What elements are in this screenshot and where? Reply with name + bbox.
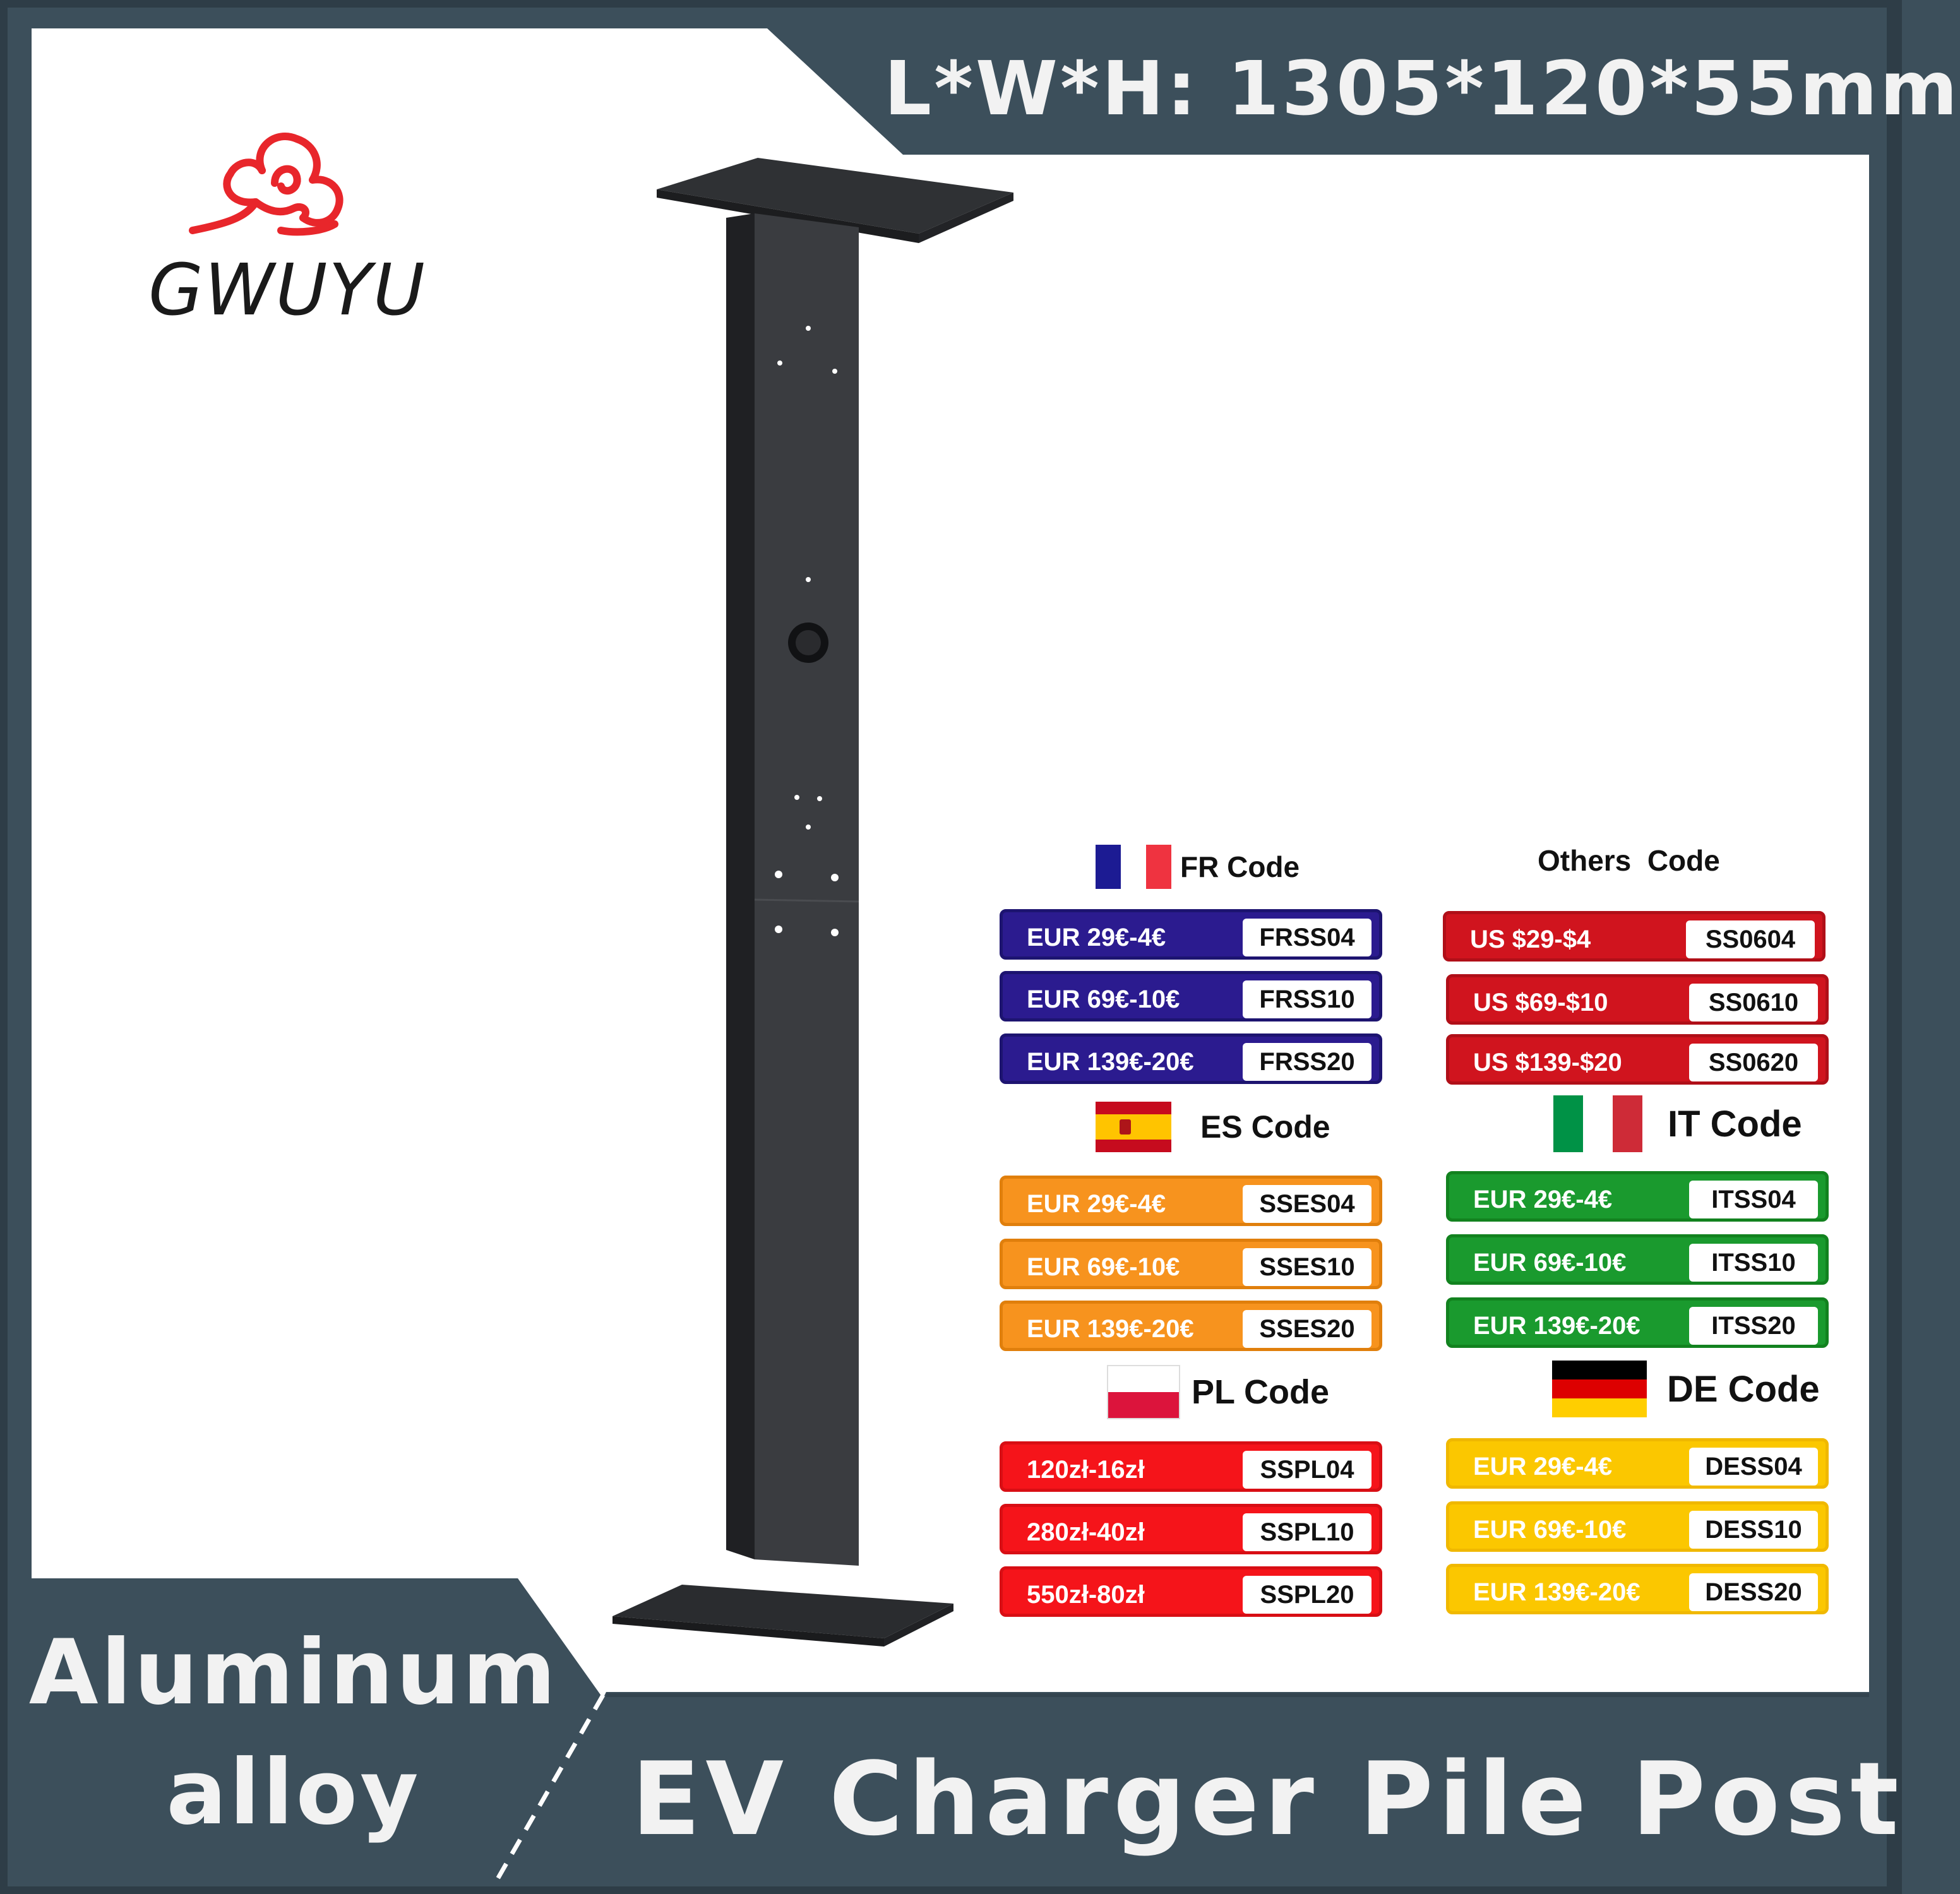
coupon-es-3[interactable]: EUR 139€-20€ SSES20 <box>1000 1301 1382 1351</box>
coupon-price: EUR 69€-10€ <box>1027 1253 1180 1281</box>
coupon-price: EUR 29€-4€ <box>1027 924 1166 951</box>
coupon-es-1[interactable]: EUR 29€-4€ SSES04 <box>1000 1176 1382 1226</box>
gwuyu-logo-icon <box>189 133 344 236</box>
coupon-de-2[interactable]: EUR 69€-10€ DESS10 <box>1446 1501 1829 1552</box>
coupon-price: US $69-$10 <box>1473 989 1608 1016</box>
coupon-es-2[interactable]: EUR 69€-10€ SSES10 <box>1000 1239 1382 1289</box>
coupon-price: EUR 29€-4€ <box>1473 1186 1613 1213</box>
coupon-code: FRSS04 <box>1243 919 1371 956</box>
coupon-price: EUR 139€-20€ <box>1473 1578 1640 1606</box>
white-panel <box>32 28 1869 1698</box>
coupon-price: 550zł-80zł <box>1027 1581 1145 1609</box>
fr-code-label: FR Code <box>1180 850 1300 883</box>
material-label: Aluminum alloy <box>25 1613 562 1853</box>
coupon-code: DESS20 <box>1689 1573 1818 1611</box>
coupon-price: EUR 29€-4€ <box>1027 1190 1166 1218</box>
germany-flag-icon <box>1552 1361 1647 1417</box>
coupon-price: EUR 139€-20€ <box>1473 1312 1640 1340</box>
coupon-code: SS0610 <box>1689 984 1818 1021</box>
coupon-price: 280zł-40zł <box>1027 1518 1145 1546</box>
it-code-label: IT Code <box>1668 1103 1802 1145</box>
brand-name: GWUYU <box>148 249 426 331</box>
coupon-code: SS0620 <box>1689 1044 1818 1081</box>
coupon-price: EUR 29€-4€ <box>1473 1453 1613 1480</box>
coupon-fr-1[interactable]: EUR 29€-4€ FRSS04 <box>1000 909 1382 960</box>
coupon-code: SSES20 <box>1243 1310 1371 1348</box>
coupon-code: SSES04 <box>1243 1185 1371 1223</box>
de-code-label: DE Code <box>1667 1368 1820 1410</box>
others-code-label: Others Code <box>1538 844 1720 877</box>
es-code-label: ES Code <box>1200 1109 1330 1145</box>
poland-flag-icon <box>1108 1366 1179 1418</box>
material-line-2: alloy <box>166 1741 421 1845</box>
coupon-price: EUR 139€-20€ <box>1027 1315 1194 1343</box>
coupon-price: EUR 69€-10€ <box>1027 986 1180 1013</box>
coupon-price: EUR 139€-20€ <box>1027 1048 1194 1076</box>
coupon-price: US $139-$20 <box>1473 1049 1622 1076</box>
product-title: EV Charger Pile Post <box>631 1740 1904 1858</box>
coupon-pl-2[interactable]: 280zł-40zł SSPL10 <box>1000 1504 1382 1554</box>
coupon-price: EUR 69€-10€ <box>1473 1249 1627 1277</box>
material-line-1: Aluminum <box>28 1621 559 1725</box>
france-flag-icon <box>1096 845 1171 889</box>
coupon-it-3[interactable]: EUR 139€-20€ ITSS20 <box>1446 1297 1829 1348</box>
coupon-de-1[interactable]: EUR 29€-4€ DESS04 <box>1446 1438 1829 1489</box>
es-code-heading: ES Code <box>1096 1099 1330 1155</box>
pl-code-heading: PL Code <box>1108 1364 1329 1420</box>
coupon-others-2[interactable]: US $69-$10 SS0610 <box>1446 974 1829 1025</box>
divider-dashed <box>490 1694 606 1889</box>
coupon-code: DESS10 <box>1689 1511 1818 1549</box>
pl-code-label: PL Code <box>1192 1373 1330 1411</box>
coupon-pl-1[interactable]: 120zł-16zł SSPL04 <box>1000 1441 1382 1492</box>
coupon-it-2[interactable]: EUR 69€-10€ ITSS10 <box>1446 1234 1829 1285</box>
others-code-heading: Others Code <box>1538 832 1720 889</box>
coupon-others-3[interactable]: US $139-$20 SS0620 <box>1446 1034 1829 1085</box>
coupon-pl-3[interactable]: 550zł-80zł SSPL20 <box>1000 1566 1382 1617</box>
coupon-fr-3[interactable]: EUR 139€-20€ FRSS20 <box>1000 1033 1382 1084</box>
coupon-code: ITSS20 <box>1689 1307 1818 1345</box>
coupon-code: SSPL10 <box>1243 1513 1371 1551</box>
coupon-price: US $29-$4 <box>1470 926 1591 953</box>
de-code-heading: DE Code <box>1552 1361 1820 1417</box>
coupon-code: ITSS04 <box>1689 1181 1818 1218</box>
coupon-others-1[interactable]: US $29-$4 SS0604 <box>1443 911 1826 962</box>
coupon-code: DESS04 <box>1689 1448 1818 1486</box>
coupon-code: FRSS20 <box>1243 1043 1371 1081</box>
coupon-code: SS0604 <box>1686 920 1815 958</box>
spain-flag-icon <box>1096 1102 1171 1152</box>
coupon-code: SSES10 <box>1243 1248 1371 1286</box>
coupon-code: SSPL04 <box>1243 1451 1371 1489</box>
fr-code-heading: FR Code <box>1096 838 1300 895</box>
dimensions-label: L*W*H: 1305*120*55mm <box>884 45 1960 132</box>
coupon-code: SSPL20 <box>1243 1576 1371 1614</box>
coupon-de-3[interactable]: EUR 139€-20€ DESS20 <box>1446 1564 1829 1614</box>
coupon-fr-2[interactable]: EUR 69€-10€ FRSS10 <box>1000 971 1382 1021</box>
coupon-price: 120zł-16zł <box>1027 1456 1145 1484</box>
italy-flag-icon <box>1553 1095 1642 1152</box>
coupon-price: EUR 69€-10€ <box>1473 1516 1627 1544</box>
coupon-code: ITSS10 <box>1689 1244 1818 1282</box>
it-code-heading: IT Code <box>1553 1095 1802 1152</box>
coupon-code: FRSS10 <box>1243 980 1371 1018</box>
coupon-it-1[interactable]: EUR 29€-4€ ITSS04 <box>1446 1171 1829 1222</box>
